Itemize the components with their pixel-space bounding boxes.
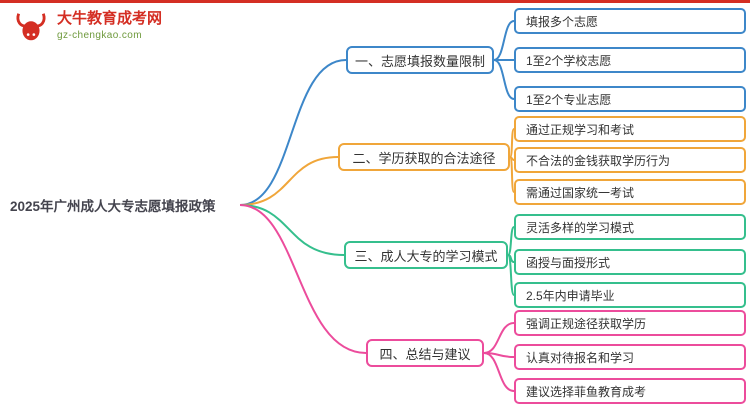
leaf-node: 强调正规途径获取学历 [514,310,746,336]
branch-node-3: 三、成人大专的学习模式 [344,241,508,269]
branch-node-4: 四、总结与建议 [366,339,484,367]
edge-b1-leaf3 [493,59,515,100]
branch-node-1: 一、志愿填报数量限制 [346,46,494,74]
leaf-node: 函授与面授形式 [514,249,746,275]
edge-b1-leaf1 [493,20,515,61]
top-accent-bar [0,0,750,3]
leaf-node: 通过正规学习和考试 [514,116,746,142]
site-logo: 大牛教育成考网 gz-chengkao.com [12,10,162,49]
edge-b4-leaf1 [483,322,515,354]
logo-domain: gz-chengkao.com [57,30,142,41]
leaf-node: 建议选择菲鱼教育成考 [514,378,746,404]
leaf-node: 2.5年内申请毕业 [514,282,746,308]
edge-b3-leaf3 [507,254,515,296]
branch-node-2: 二、学历获取的合法途径 [338,143,510,171]
logo-title: 大牛教育成考网 [57,10,163,27]
leaf-node: 1至2个专业志愿 [514,86,746,112]
leaf-node: 灵活多样的学习模式 [514,214,746,240]
leaf-node: 需通过国家统一考试 [514,179,746,205]
leaf-node: 1至2个学校志愿 [514,47,746,73]
leaf-node: 认真对待报名和学习 [514,344,746,370]
edge-b2-leaf3 [509,156,515,193]
leaf-node: 不合法的金钱获取学历行为 [514,147,746,173]
bull-logo-icon [12,10,50,49]
root-node: 2025年广州成人大专志愿填报政策 [10,192,240,218]
edge-root-branch4 [239,204,367,354]
leaf-node: 填报多个志愿 [514,8,746,34]
edge-root-branch1 [239,59,347,206]
edge-b4-leaf3 [483,352,515,392]
edge-root-branch2 [239,156,339,206]
edge-root-branch3 [239,204,345,256]
